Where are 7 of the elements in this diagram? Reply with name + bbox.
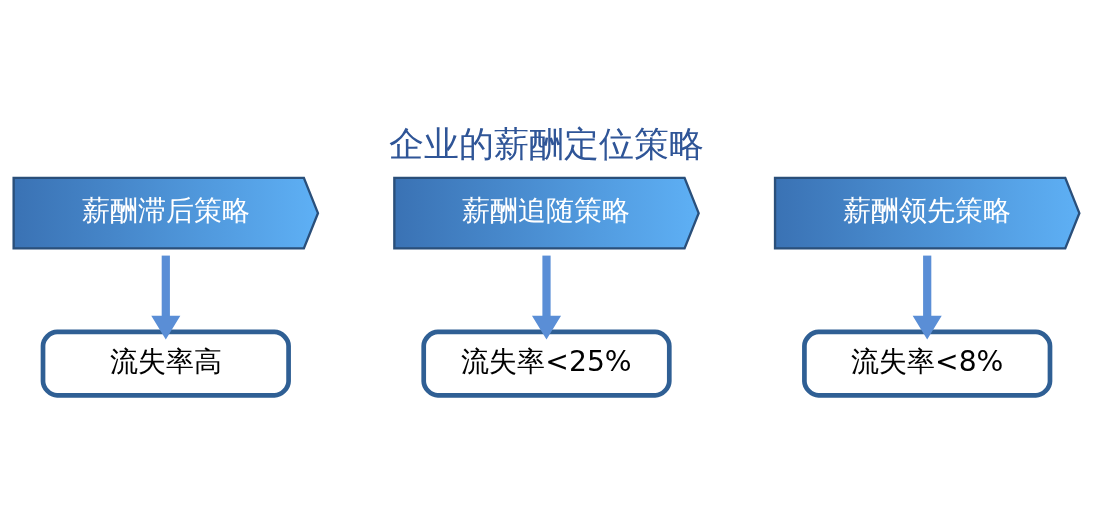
node-box: 流失率高 xyxy=(40,329,291,398)
node-box: 流失率<8% xyxy=(802,329,1053,398)
arrow xyxy=(151,255,181,340)
arrow xyxy=(912,255,942,340)
diagram-title: 企业的薪酬定位策略 xyxy=(389,122,704,164)
node-box: 流失率<25% xyxy=(421,329,672,398)
arrow xyxy=(531,255,562,340)
